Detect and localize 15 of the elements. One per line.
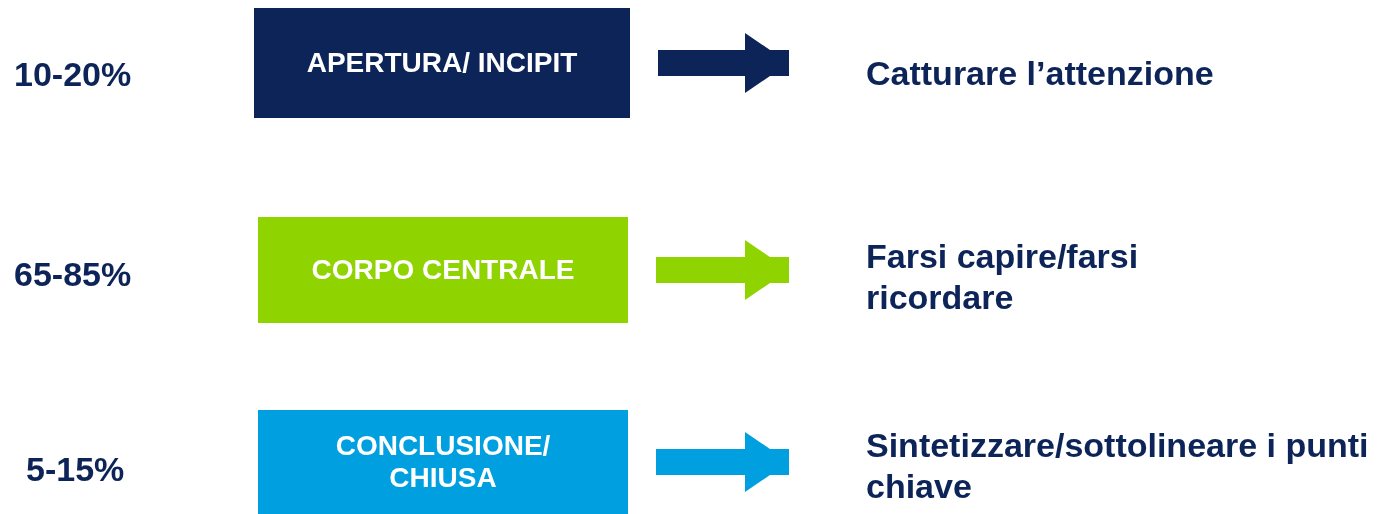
arrow: [658, 33, 789, 93]
percentage-label: 65-85%: [14, 255, 132, 294]
section-box: [258, 217, 628, 323]
section-title: CORPO CENTRALE: [311, 254, 575, 286]
outcome-text: Catturare l’attenzione: [866, 52, 1214, 94]
outcome-text: Sintetizzare/sottolineare i punti chiave: [866, 425, 1370, 507]
section-box: [254, 8, 630, 118]
percentage-label: 10-20%: [14, 55, 132, 94]
arrow: [656, 432, 789, 492]
section-title: CONCLUSIONE/ CHIUSA: [334, 430, 552, 494]
percentage-label: 5-15%: [26, 450, 125, 489]
section-box: [258, 410, 628, 514]
outcome-text: Farsi capire/farsi ricordare: [866, 236, 1140, 318]
section-title: APERTURA/ INCIPIT: [306, 47, 578, 79]
arrow: [656, 240, 789, 300]
